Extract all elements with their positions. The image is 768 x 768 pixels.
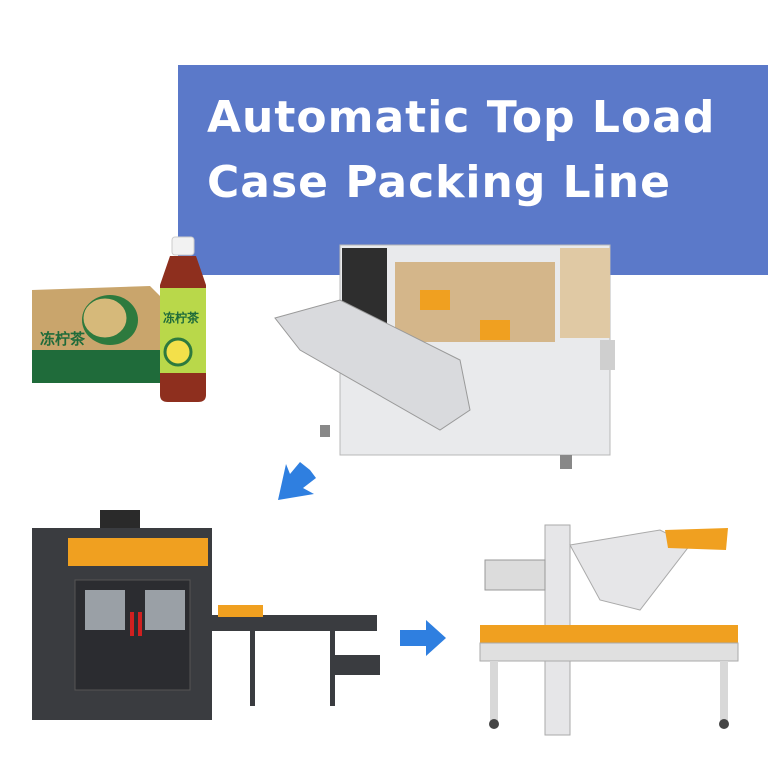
case-erector-machine [274, 244, 615, 469]
case-packer-machine [32, 510, 380, 720]
lemon-tea-carton: 冻柠茶 [32, 286, 160, 383]
bottle-brand-text: 冻柠茶 [163, 310, 200, 325]
title-line-1: Automatic Top Load [207, 92, 716, 143]
carton-brand-text: 冻柠茶 [40, 330, 86, 348]
arrow-right-icon [400, 620, 446, 656]
case-sealer-machine [479, 524, 739, 736]
arrow-down-left-icon [278, 462, 316, 500]
lemon-tea-bottle: 冻柠茶 [160, 236, 206, 402]
title-banner [178, 65, 768, 275]
title-line-2: Case Packing Line [207, 157, 671, 208]
